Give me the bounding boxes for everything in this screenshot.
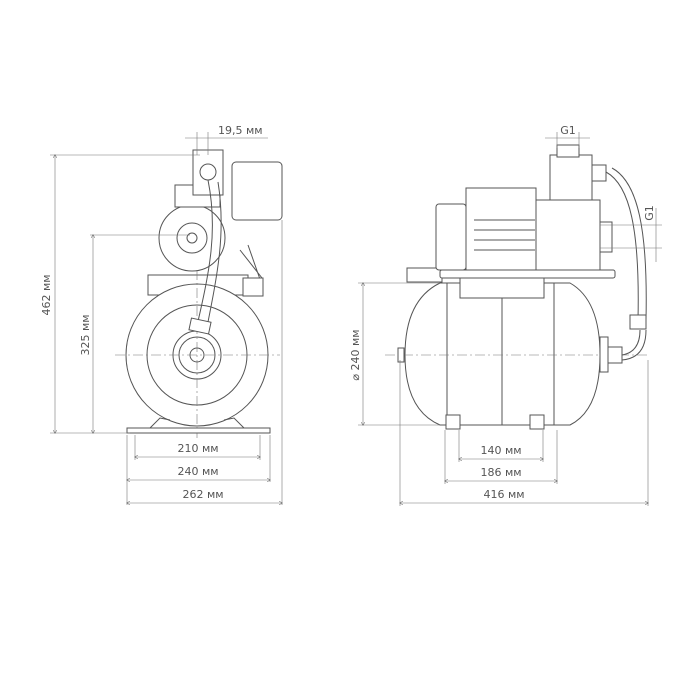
front-pressure-switch <box>231 161 283 221</box>
dim-feet-inner: 140 мм <box>480 444 521 457</box>
side-hose <box>605 167 647 321</box>
dim-inlet-side: G1 <box>643 205 656 221</box>
side-motor-body <box>465 187 537 271</box>
dim-feet-outer: 186 мм <box>480 466 521 479</box>
dim-axis-height: 325 мм <box>79 314 92 355</box>
dim-base-mid: 240 мм <box>177 465 218 478</box>
side-outlet-fitting <box>549 154 593 201</box>
dim-base-width: 262 мм <box>182 488 223 501</box>
dim-base-inner: 210 мм <box>177 442 218 455</box>
dim-total-length: 416 мм <box>483 488 524 501</box>
front-pump-volute <box>158 204 226 272</box>
side-motor-cap <box>435 203 467 271</box>
dim-outlet: 19,5 мм <box>218 124 263 137</box>
front-hose <box>195 179 222 333</box>
dim-outlet-top: G1 <box>560 124 576 137</box>
front-base-plate <box>126 427 271 434</box>
side-valve <box>406 267 443 283</box>
side-view: G1 G1 ⌀ 240 мм 140 мм 186 мм 416 мм <box>349 124 662 506</box>
dim-total-height: 462 мм <box>40 274 53 315</box>
dim-tank-diameter: ⌀ 240 мм <box>349 329 362 380</box>
front-view: 462 мм 325 мм 19,5 мм 210 мм 240 мм 262 … <box>40 124 282 505</box>
side-pump-housing <box>535 199 601 271</box>
